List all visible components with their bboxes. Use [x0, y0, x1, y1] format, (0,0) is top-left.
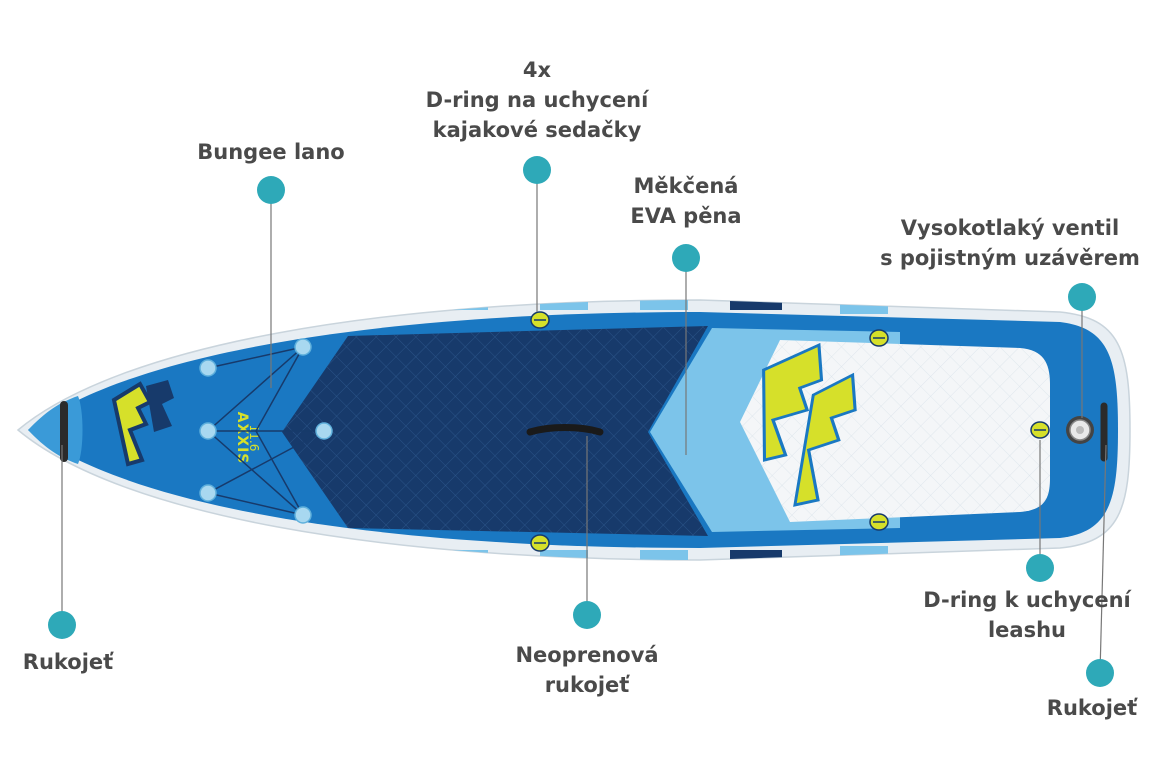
bungee-anchors [199, 338, 333, 524]
leash-d-ring-icon [1030, 421, 1050, 439]
callout-marker-dring-seat[interactable] [523, 156, 551, 184]
callout-text: rukojeť [544, 673, 630, 697]
callout-marker-dring-leash[interactable] [1026, 554, 1054, 582]
callout-label-eva: Měkčená EVA pěna [586, 171, 786, 231]
model-size: 11.6 [247, 425, 261, 452]
callout-text: Měkčená [633, 174, 739, 198]
leader-lines [61, 170, 1107, 674]
bungee-anchor [294, 506, 312, 524]
sup-board: AXXIS 11.6 [16, 299, 1131, 561]
d-ring-icon [869, 329, 889, 347]
callout-marker-eva[interactable] [672, 244, 700, 272]
callout-markers [48, 156, 1114, 687]
callout-marker-handle-nose[interactable] [48, 611, 76, 639]
callout-label-dring-leash: D-ring k uchycení leashu [892, 585, 1150, 645]
callout-text: EVA pěna [630, 204, 742, 228]
callout-text: kajakové sedačky [432, 118, 642, 142]
callout-text: D-ring na uchycení [425, 88, 649, 112]
callout-text: leashu [987, 618, 1066, 642]
callout-text: Rukojeť [22, 650, 114, 674]
callout-label-handle-tail: Rukojeť [1034, 693, 1150, 723]
bungee-anchor [199, 484, 217, 502]
d-ring-icon [869, 513, 889, 531]
callout-text: Bungee lano [197, 140, 345, 164]
callout-text: 4x [522, 58, 552, 82]
f2-logo-icon [111, 380, 174, 467]
callout-label-dring-seat: 4x D-ring na uchycení kajakové sedačky [387, 55, 687, 145]
callout-marker-neoprene[interactable] [573, 601, 601, 629]
bungee-anchor [199, 422, 217, 440]
callout-marker-handle-tail[interactable] [1086, 659, 1114, 687]
valve-icon [1066, 416, 1094, 444]
d-rings [530, 311, 1050, 552]
center-neoprene-handle [526, 424, 604, 436]
callout-text: Rukojeť [1046, 696, 1138, 720]
nose-tip [28, 396, 83, 464]
callout-text: Vysokotlaký ventil [900, 216, 1120, 240]
callout-label-bungee: Bungee lano [171, 137, 371, 167]
callout-text: Neoprenová [515, 643, 659, 667]
bungee-anchor [315, 422, 333, 440]
callout-marker-valve[interactable] [1068, 283, 1096, 311]
callout-label-neoprene: Neoprenová rukojeť [467, 640, 707, 700]
d-ring-icon [530, 534, 550, 552]
leader-line [1099, 444, 1107, 674]
callout-text: D-ring k uchycení [923, 588, 1131, 612]
model-name: AXXIS [234, 412, 250, 465]
callout-marker-bungee[interactable] [257, 176, 285, 204]
d-ring-icon [530, 311, 550, 329]
callout-label-valve: Vysokotlaký ventil s pojistným uzávěrem [870, 213, 1150, 273]
bungee-anchor [294, 338, 312, 356]
callout-text: s pojistným uzávěrem [880, 246, 1140, 270]
callout-label-handle-nose: Rukojeť [0, 647, 136, 677]
tail-logo [762, 342, 857, 507]
bungee-anchor [199, 359, 217, 377]
